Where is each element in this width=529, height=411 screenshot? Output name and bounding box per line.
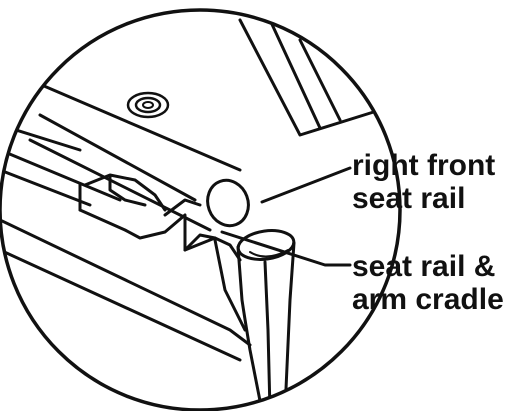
cradle-hook-inner bbox=[108, 174, 147, 207]
seat-rail-lower-line bbox=[0, 218, 252, 347]
label-seat-rail-arm-cradle: seat rail & arm cradle bbox=[352, 250, 504, 316]
label-seat-rail-arm-cradle-line1: seat rail & bbox=[352, 250, 496, 283]
rail-tube-lower bbox=[28, 138, 212, 232]
cradle-notch bbox=[183, 233, 217, 252]
label-right-front-seat-rail-line1: right front bbox=[352, 149, 496, 182]
leader-line-seat-rail-arm-cradle bbox=[220, 230, 352, 267]
seat-top-front-edge bbox=[28, 78, 242, 172]
label-seat-rail-arm-cradle-line2: arm cradle bbox=[352, 283, 504, 316]
seat-rail-bottom-line bbox=[0, 248, 242, 362]
rail-tube-upper bbox=[38, 113, 197, 202]
arm-post-left-edge bbox=[236, 245, 264, 410]
cradle-wrap-left bbox=[213, 238, 247, 332]
cradle-hook-top bbox=[83, 173, 167, 212]
detail-circle bbox=[0, 8, 402, 411]
seat-rail-upper-line bbox=[0, 168, 92, 207]
screw-head-inner bbox=[134, 96, 162, 114]
rail-tube-end bbox=[206, 178, 250, 228]
leader-line-right-front-seat-rail bbox=[260, 166, 352, 204]
cradle-bracket-outline bbox=[78, 183, 242, 262]
seat-bevel-line bbox=[268, 18, 322, 130]
arm-post-right-edge bbox=[283, 241, 296, 410]
seat-top-back-edge bbox=[238, 18, 382, 137]
label-right-front-seat-rail-line2: seat rail bbox=[352, 182, 466, 215]
seat-side-edge bbox=[0, 148, 122, 202]
screw-hole bbox=[142, 101, 154, 109]
label-right-front-seat-rail: right front seat rail bbox=[352, 149, 495, 215]
screw-head-outer bbox=[126, 91, 170, 119]
cradle-slot bbox=[163, 198, 202, 217]
arm-post-inner-edge bbox=[263, 260, 272, 410]
seat-bevel-line-2 bbox=[298, 38, 342, 122]
